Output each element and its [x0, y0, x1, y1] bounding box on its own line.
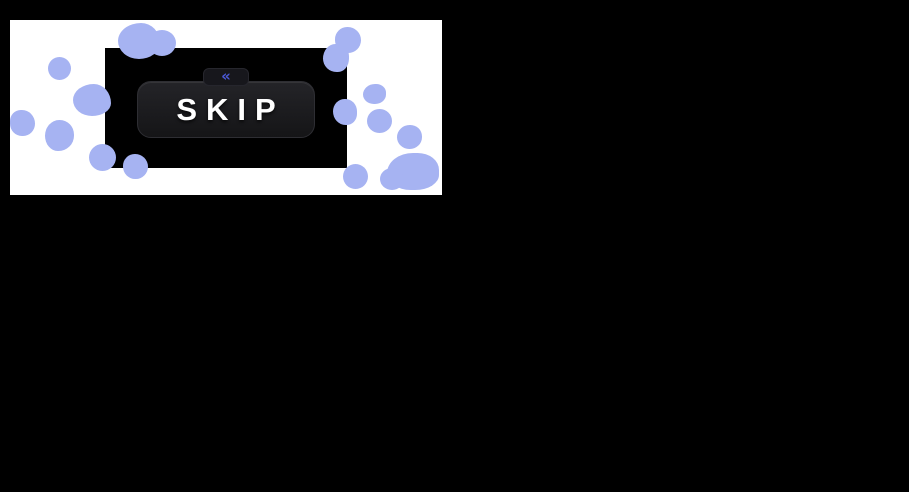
paint-splat: [387, 153, 439, 190]
ad-panel: « SKIP: [10, 20, 442, 195]
paint-splat: [48, 57, 71, 80]
skip-button-label: SKIP: [176, 91, 285, 127]
paint-splat: [397, 125, 422, 149]
skip-overlay: « SKIP: [105, 48, 347, 168]
paint-splat: [367, 109, 392, 133]
rewind-pill[interactable]: «: [203, 68, 249, 86]
paint-splat: [380, 168, 404, 190]
paint-splat: [363, 84, 386, 104]
rewind-icon: «: [221, 66, 231, 85]
paint-splat: [10, 110, 35, 136]
paint-splat: [45, 120, 74, 151]
skip-button[interactable]: SKIP: [137, 81, 315, 138]
